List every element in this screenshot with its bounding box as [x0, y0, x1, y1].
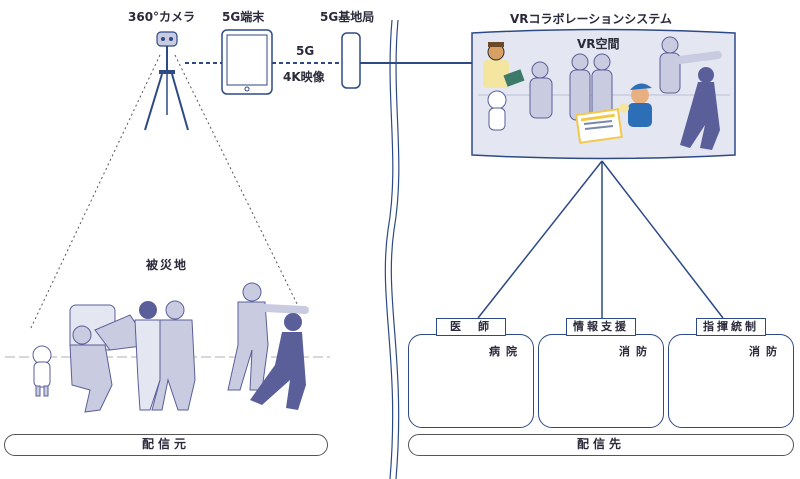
- vr-rescuers: [487, 36, 722, 150]
- place-label: 病院: [489, 345, 523, 358]
- link-label-5g: 5G: [296, 44, 315, 58]
- tablet-icon: [221, 29, 273, 95]
- camera-label: 360°カメラ: [128, 10, 196, 24]
- destination-footer: 配信先: [408, 434, 794, 456]
- site-label: 被災地: [146, 258, 189, 272]
- role-panel-command: 消防: [668, 334, 794, 428]
- link-label-4k: 4K映像: [283, 70, 325, 84]
- camera-icon: [144, 31, 189, 131]
- role-panel-doctor: 病院: [408, 334, 534, 428]
- role-label-command: 指揮統制: [696, 318, 766, 336]
- vr-firefighter-avatar: [619, 83, 652, 127]
- terminal-label: 5G端末: [222, 10, 265, 24]
- disaster-site-illustration: [32, 282, 309, 413]
- role-panel-info-support: 消防: [538, 334, 664, 428]
- vr-space-label: VR空間: [577, 37, 620, 51]
- vr-info-board: [575, 108, 623, 144]
- camera-view-left: [29, 54, 161, 331]
- source-footer: 配信元: [4, 434, 328, 456]
- place-label: 消防: [619, 345, 653, 358]
- place-label: 消防: [749, 345, 783, 358]
- system-title: VRコラボレーションシステム: [510, 12, 672, 26]
- base-station-label: 5G基地局: [320, 10, 375, 24]
- camera-view-right: [174, 54, 301, 311]
- link-to-doctor: [477, 160, 603, 319]
- vr-doctor-avatar: [483, 42, 525, 88]
- role-label-info-support: 情報支援: [566, 318, 636, 336]
- role-label-doctor: 医 師: [436, 318, 506, 336]
- separator-wave-right: [390, 19, 400, 479]
- base-station-icon: [341, 32, 361, 89]
- separator-wave-left: [384, 19, 394, 479]
- link-to-command: [601, 160, 724, 319]
